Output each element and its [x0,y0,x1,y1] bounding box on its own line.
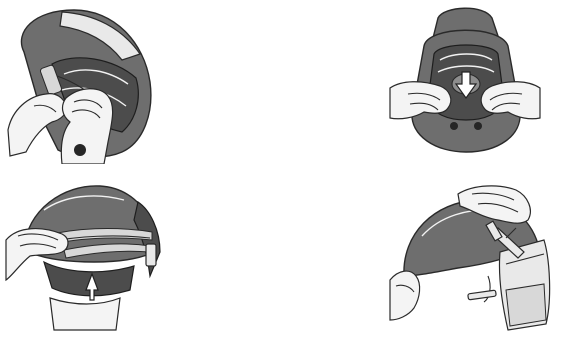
illustration-step-3 [4,180,162,332]
lower-shell [44,262,134,296]
helmet-interior-press-illustration [388,2,542,154]
neck [50,298,120,330]
strap-end [468,290,497,300]
side-clip [146,244,156,266]
lower-hand [390,271,420,320]
side-clip-attach-illustration [388,180,556,332]
illustration-step-2 [388,2,542,154]
headband-insert-illustration [4,180,162,332]
illustration-step-1 [4,2,158,164]
illustration-step-4 [388,180,556,332]
helmet-visor-adjust-illustration [4,2,158,164]
